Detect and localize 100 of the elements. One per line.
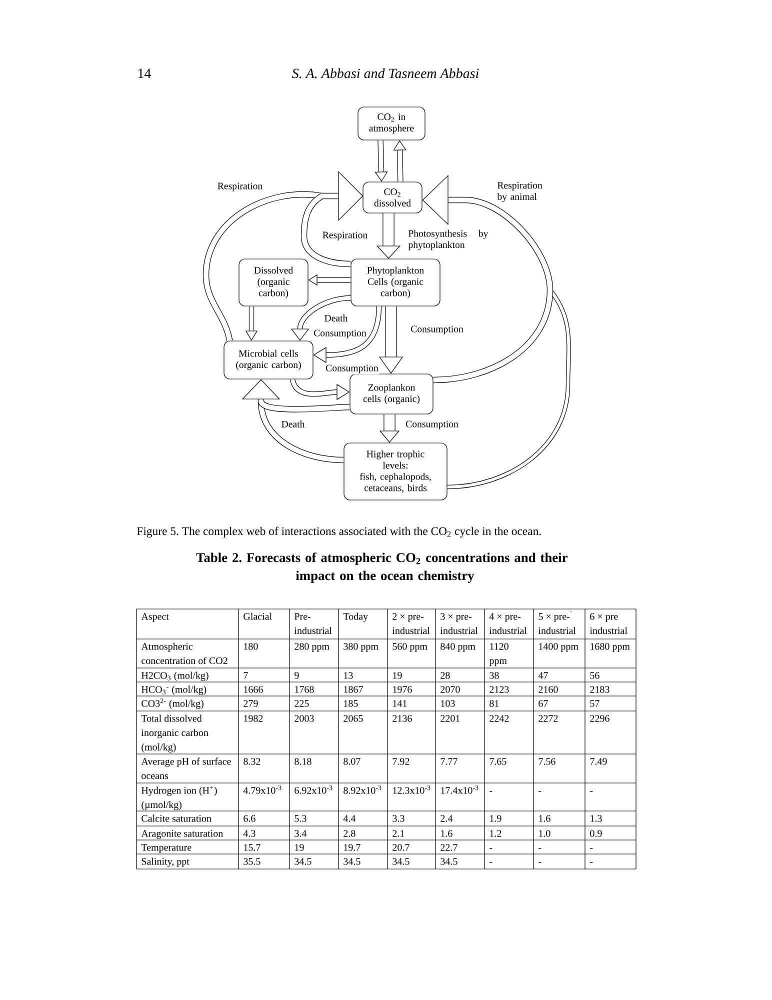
edge-label: Respiration by animal xyxy=(496,181,550,203)
column-heading: 2 × pre- industrial xyxy=(392,613,430,634)
table-value: 2136 xyxy=(392,715,412,722)
table-value: 1768 xyxy=(295,686,314,693)
row-label: Temperature xyxy=(141,844,192,853)
table-value: 7.65 xyxy=(490,758,506,765)
edge-label: Consumption xyxy=(324,364,380,374)
row-label: Aragonite saturation xyxy=(141,830,223,839)
table-value: 3.4 xyxy=(294,830,307,837)
table-value: - xyxy=(590,791,593,792)
table-value: 28 xyxy=(440,672,450,679)
row-label: Total dissolved inorganic carbon (mol/kg) xyxy=(141,714,208,752)
edge-label: Consumption xyxy=(312,328,368,340)
table-value: 5.3 xyxy=(294,815,306,822)
table-value: 35.5 xyxy=(244,858,260,865)
table-value: 34.5 xyxy=(392,858,410,865)
table-value: 0.9 xyxy=(590,830,602,837)
table-value: 7.92 xyxy=(392,758,410,765)
table-value: 6.6 xyxy=(244,815,256,822)
edge-label: Photosynthesis by phytoplankton xyxy=(407,228,490,252)
table-value: 1400 ppm xyxy=(539,643,578,652)
table-value: 280 ppm xyxy=(294,643,330,652)
table-value: 1666 xyxy=(244,686,263,693)
table-value: 840 ppm xyxy=(440,643,476,652)
table-value: 185 xyxy=(344,700,358,707)
rounded-box: Dissolved (organic carbon) xyxy=(238,258,308,306)
table-value: 2160 xyxy=(538,686,558,693)
row-label: CO3$^{2-}$ (mol/kg) xyxy=(142,698,204,709)
table-value: 1.6 xyxy=(441,830,452,837)
table-value: 34.5 xyxy=(344,858,360,865)
table-value: 2.8 xyxy=(344,830,356,837)
table-value: 1.9 xyxy=(490,815,502,822)
table-value: 56 xyxy=(590,672,600,679)
table-value: 3.3 xyxy=(392,815,404,822)
edge-label: Consumption xyxy=(404,420,460,430)
rounded-box: Zooplankon cells (organic) xyxy=(350,374,434,414)
column-heading: Today xyxy=(343,612,368,622)
table-value: 180 xyxy=(244,643,258,650)
table-value: 67 xyxy=(538,700,548,707)
table-value: 1680 ppm xyxy=(590,643,630,652)
table-value: 2003 xyxy=(294,715,314,722)
table-value: 2296 xyxy=(590,715,610,722)
table-value: 1976 xyxy=(393,686,412,693)
table-value: 34.5 xyxy=(440,858,458,865)
table-value: - xyxy=(590,848,593,849)
row-label: H2CO$_{3}$ (mol/kg) xyxy=(141,672,208,681)
table-value: 15.7 xyxy=(244,844,260,851)
table-value: 47 xyxy=(538,672,548,679)
table-value: 19.7 xyxy=(344,844,360,851)
table-value: 2242 xyxy=(490,715,509,722)
running-head: S. A. Abbasi and Tasneem Abbasi xyxy=(292,68,479,78)
table-value: 1120 ppm xyxy=(489,643,508,666)
table-value: 1.3 xyxy=(590,815,602,822)
rounded-box: Microbial cells (organic carbon) xyxy=(224,340,314,380)
table-value: - xyxy=(490,862,492,863)
table-value: 2272 xyxy=(538,715,558,722)
table-value: 141 xyxy=(393,700,407,707)
table-value: 7.49 xyxy=(590,758,607,765)
table-value: - xyxy=(538,791,542,792)
table-value: 103 xyxy=(441,700,455,707)
column-heading: 4 × pre- industrial xyxy=(489,613,527,634)
table-value: 20.7 xyxy=(392,844,410,851)
table-value: 1.6 xyxy=(539,815,550,822)
table-value: - xyxy=(490,848,492,849)
table-value: 4.4 xyxy=(343,815,356,822)
table-value: 8.18 xyxy=(294,758,312,765)
table-value: 38 xyxy=(490,672,499,679)
column-heading: Aspect xyxy=(141,613,169,622)
table-value: 560 ppm xyxy=(392,643,428,652)
column-heading: 5 × pre-$^{`}$ industrial xyxy=(538,611,576,634)
table-value: - xyxy=(538,848,542,849)
table-value: 7 xyxy=(244,672,248,679)
table-title: Table 2. Forecasts of atmospheric CO$_{2}$ concentrations and their impact on the ocean chemistry xyxy=(196,552,568,583)
table-value: 2.4 xyxy=(440,815,453,822)
edge-label: Death xyxy=(323,314,349,322)
row-label: Salinity, ppt xyxy=(142,858,190,867)
column-heading: 6 × pre industrial xyxy=(590,613,628,634)
table-value: 4.79x10$^{-3}$ xyxy=(243,785,282,794)
table-value: - xyxy=(590,862,593,863)
table-value: 9 xyxy=(294,672,299,679)
rounded-box: CO$_{2}$ dissolved xyxy=(362,182,422,214)
table-value: 1982 xyxy=(244,715,263,722)
table-value: 81 xyxy=(490,700,499,707)
table-value: 57 xyxy=(590,700,600,707)
table-value: - xyxy=(538,862,542,863)
page-number: 14 xyxy=(138,68,151,78)
table-value: 7.56 xyxy=(538,758,556,765)
table-value: 380 ppm xyxy=(344,643,378,652)
rounded-box: Higher trophic levels: fish, cephalopods, cetaceans, birds xyxy=(344,442,448,500)
row-label: Atmospheric concentration of CO2 xyxy=(141,642,228,664)
row-label: HCO$_{3}$$^{-}$ (mol/kg) xyxy=(141,686,206,695)
column-heading: Glacial xyxy=(244,612,272,620)
column-heading: 3 × pre- industrial xyxy=(440,613,478,634)
table-value: 2070 xyxy=(440,686,460,693)
table-value: 12.3x10$^{-3}$ xyxy=(393,785,430,794)
table-value: 17.4x10$^{-3}$ xyxy=(441,785,478,794)
table-value: 34.5 xyxy=(294,858,312,865)
rounded-box: CO$_{2}$ in atmosphere xyxy=(358,106,426,140)
table-value: 8.92x10$^{-3}$ xyxy=(344,785,382,794)
column-heading: Pre- industrial xyxy=(294,613,332,634)
